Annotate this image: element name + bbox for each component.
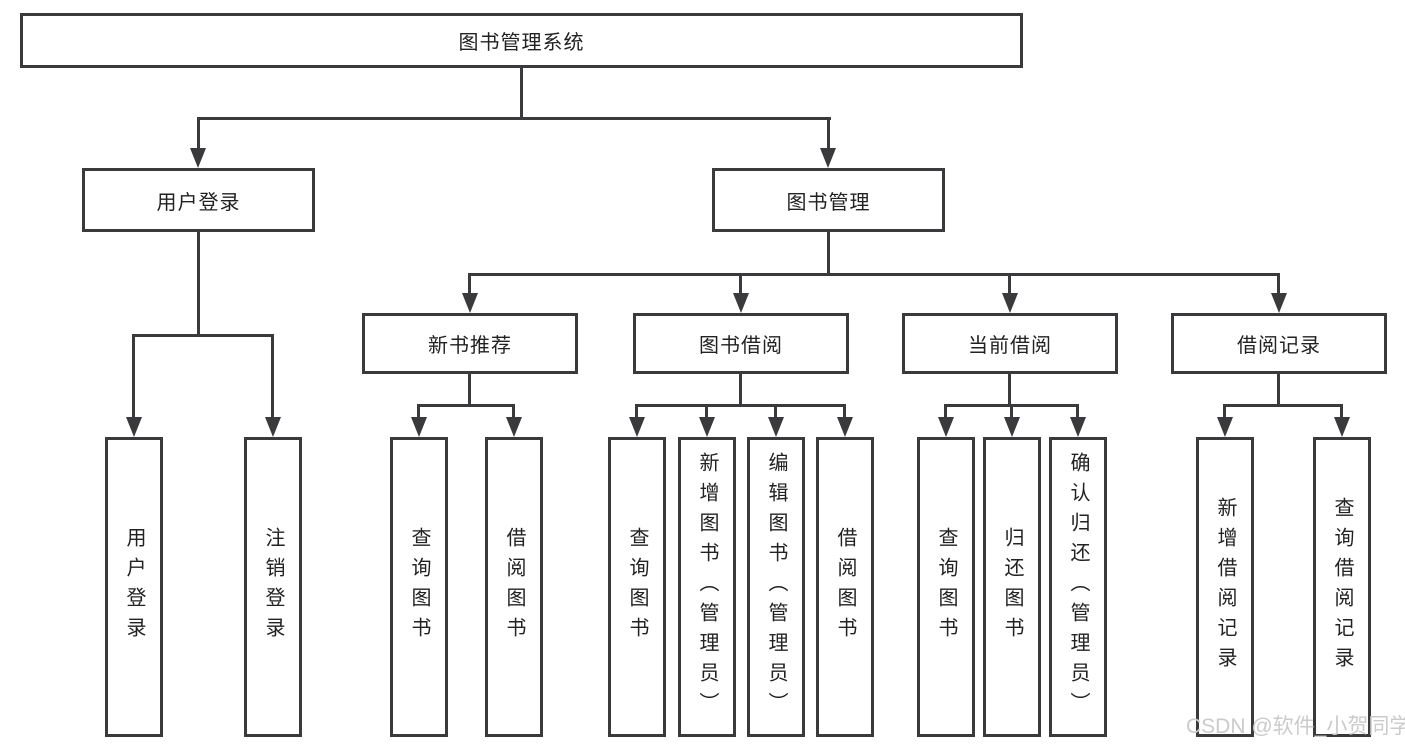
connector-borrow-records-stem (1277, 374, 1280, 407)
connector-book-borrow-stem (739, 374, 742, 407)
node-new-book-recommend: 新书推荐 (362, 313, 578, 374)
leaf-label: 查询借阅记录 (1331, 497, 1353, 677)
leaf-user-login: 用户登录 (105, 437, 163, 737)
arrow-down-icon (1004, 417, 1020, 437)
connector-book-mgmt-stem (827, 232, 830, 276)
connector-to-leaf-login (132, 334, 135, 418)
arrow-down-icon (126, 417, 142, 437)
leaf-confirm-return-admin: 确认归还（管理员） (1049, 437, 1107, 737)
connector-user-login-stem (197, 232, 200, 337)
connector-root-stem (520, 68, 523, 120)
connector-user-login-split (132, 334, 274, 337)
connector-leaf-stem (1340, 404, 1343, 419)
arrow-down-icon (1217, 417, 1233, 437)
arrow-down-icon (1271, 293, 1287, 313)
connector-to-new-book (468, 273, 471, 295)
leaf-label: 确认归还（管理员） (1067, 452, 1089, 722)
arrow-down-icon (699, 417, 715, 437)
connector-to-book-management (827, 117, 830, 148)
leaf-return-books: 归还图书 (983, 437, 1041, 737)
leaf-logout: 注销登录 (244, 437, 302, 737)
leaf-borrow-books-2: 借阅图书 (816, 437, 874, 737)
connector-leaf-stem (944, 404, 947, 419)
connector-root-split (197, 117, 831, 120)
connector-new-book-stem (468, 374, 471, 407)
connector-leaf-stem (1076, 404, 1079, 419)
arrow-down-icon (1070, 417, 1086, 437)
arrow-down-icon (462, 293, 478, 313)
arrow-down-icon (629, 417, 645, 437)
connector-leaf-stem (635, 404, 638, 419)
leaf-borrow-books-1: 借阅图书 (485, 437, 543, 737)
node-book-management: 图书管理 (712, 168, 945, 232)
leaf-query-books-2: 查询图书 (608, 437, 666, 737)
connector-to-leaf-logout (271, 334, 274, 418)
leaf-add-borrow-record: 新增借阅记录 (1196, 437, 1254, 737)
node-current-borrow: 当前借阅 (902, 313, 1118, 374)
arrow-down-icon (938, 417, 954, 437)
connector-current-borrow-stem (1008, 374, 1011, 407)
arrow-down-icon (820, 148, 836, 168)
leaf-edit-books-admin: 编辑图书（管理员） (747, 437, 805, 737)
arrow-down-icon (733, 293, 749, 313)
connector-book-mgmt-split (468, 273, 1280, 276)
node-user-login: 用户登录 (82, 168, 315, 232)
node-library-management-system: 图书管理系统 (20, 13, 1023, 68)
connector-leaf-stem (705, 404, 708, 419)
leaf-query-books-1: 查询图书 (390, 437, 448, 737)
leaf-label: 查询图书 (626, 527, 648, 647)
connector-leaf-stem (843, 404, 846, 419)
leaf-label: 新增借阅记录 (1214, 497, 1236, 677)
leaf-label: 查询图书 (935, 527, 957, 647)
connector-leaf-stem (1223, 404, 1226, 419)
leaf-query-books-3: 查询图书 (917, 437, 975, 737)
connector-to-borrow-records (1277, 273, 1280, 295)
leaf-query-borrow-record: 查询借阅记录 (1313, 437, 1371, 737)
arrow-down-icon (768, 417, 784, 437)
connector-book-borrow-split (635, 404, 846, 407)
leaf-label: 编辑图书（管理员） (765, 452, 787, 722)
connector-new-book-split (417, 404, 515, 407)
leaf-label: 查询图书 (408, 527, 430, 647)
leaf-label: 新增图书（管理员） (696, 452, 718, 722)
arrow-down-icon (190, 148, 206, 168)
connector-to-user-login (197, 117, 200, 148)
connector-leaf-stem (512, 404, 515, 419)
leaf-label: 借阅图书 (834, 527, 856, 647)
connector-borrow-records-split (1223, 404, 1343, 407)
leaf-label: 归还图书 (1001, 527, 1023, 647)
connector-leaf-stem (774, 404, 777, 419)
arrow-down-icon (506, 417, 522, 437)
node-book-borrow: 图书借阅 (633, 313, 849, 374)
csdn-watermark: CSDN @软件_小贺同学 (1186, 715, 1405, 738)
arrow-down-icon (837, 417, 853, 437)
node-borrow-records: 借阅记录 (1171, 313, 1387, 374)
leaf-label: 注销登录 (262, 527, 284, 647)
connector-leaf-stem (1010, 404, 1013, 419)
leaf-label: 借阅图书 (503, 527, 525, 647)
leaf-add-books-admin: 新增图书（管理员） (678, 437, 736, 737)
arrow-down-icon (1002, 293, 1018, 313)
leaf-label: 用户登录 (123, 527, 145, 647)
connector-to-book-borrow (739, 273, 742, 295)
arrow-down-icon (411, 417, 427, 437)
arrow-down-icon (1334, 417, 1350, 437)
connector-leaf-stem (417, 404, 420, 419)
arrow-down-icon (265, 417, 281, 437)
connector-to-current-borrow (1008, 273, 1011, 295)
